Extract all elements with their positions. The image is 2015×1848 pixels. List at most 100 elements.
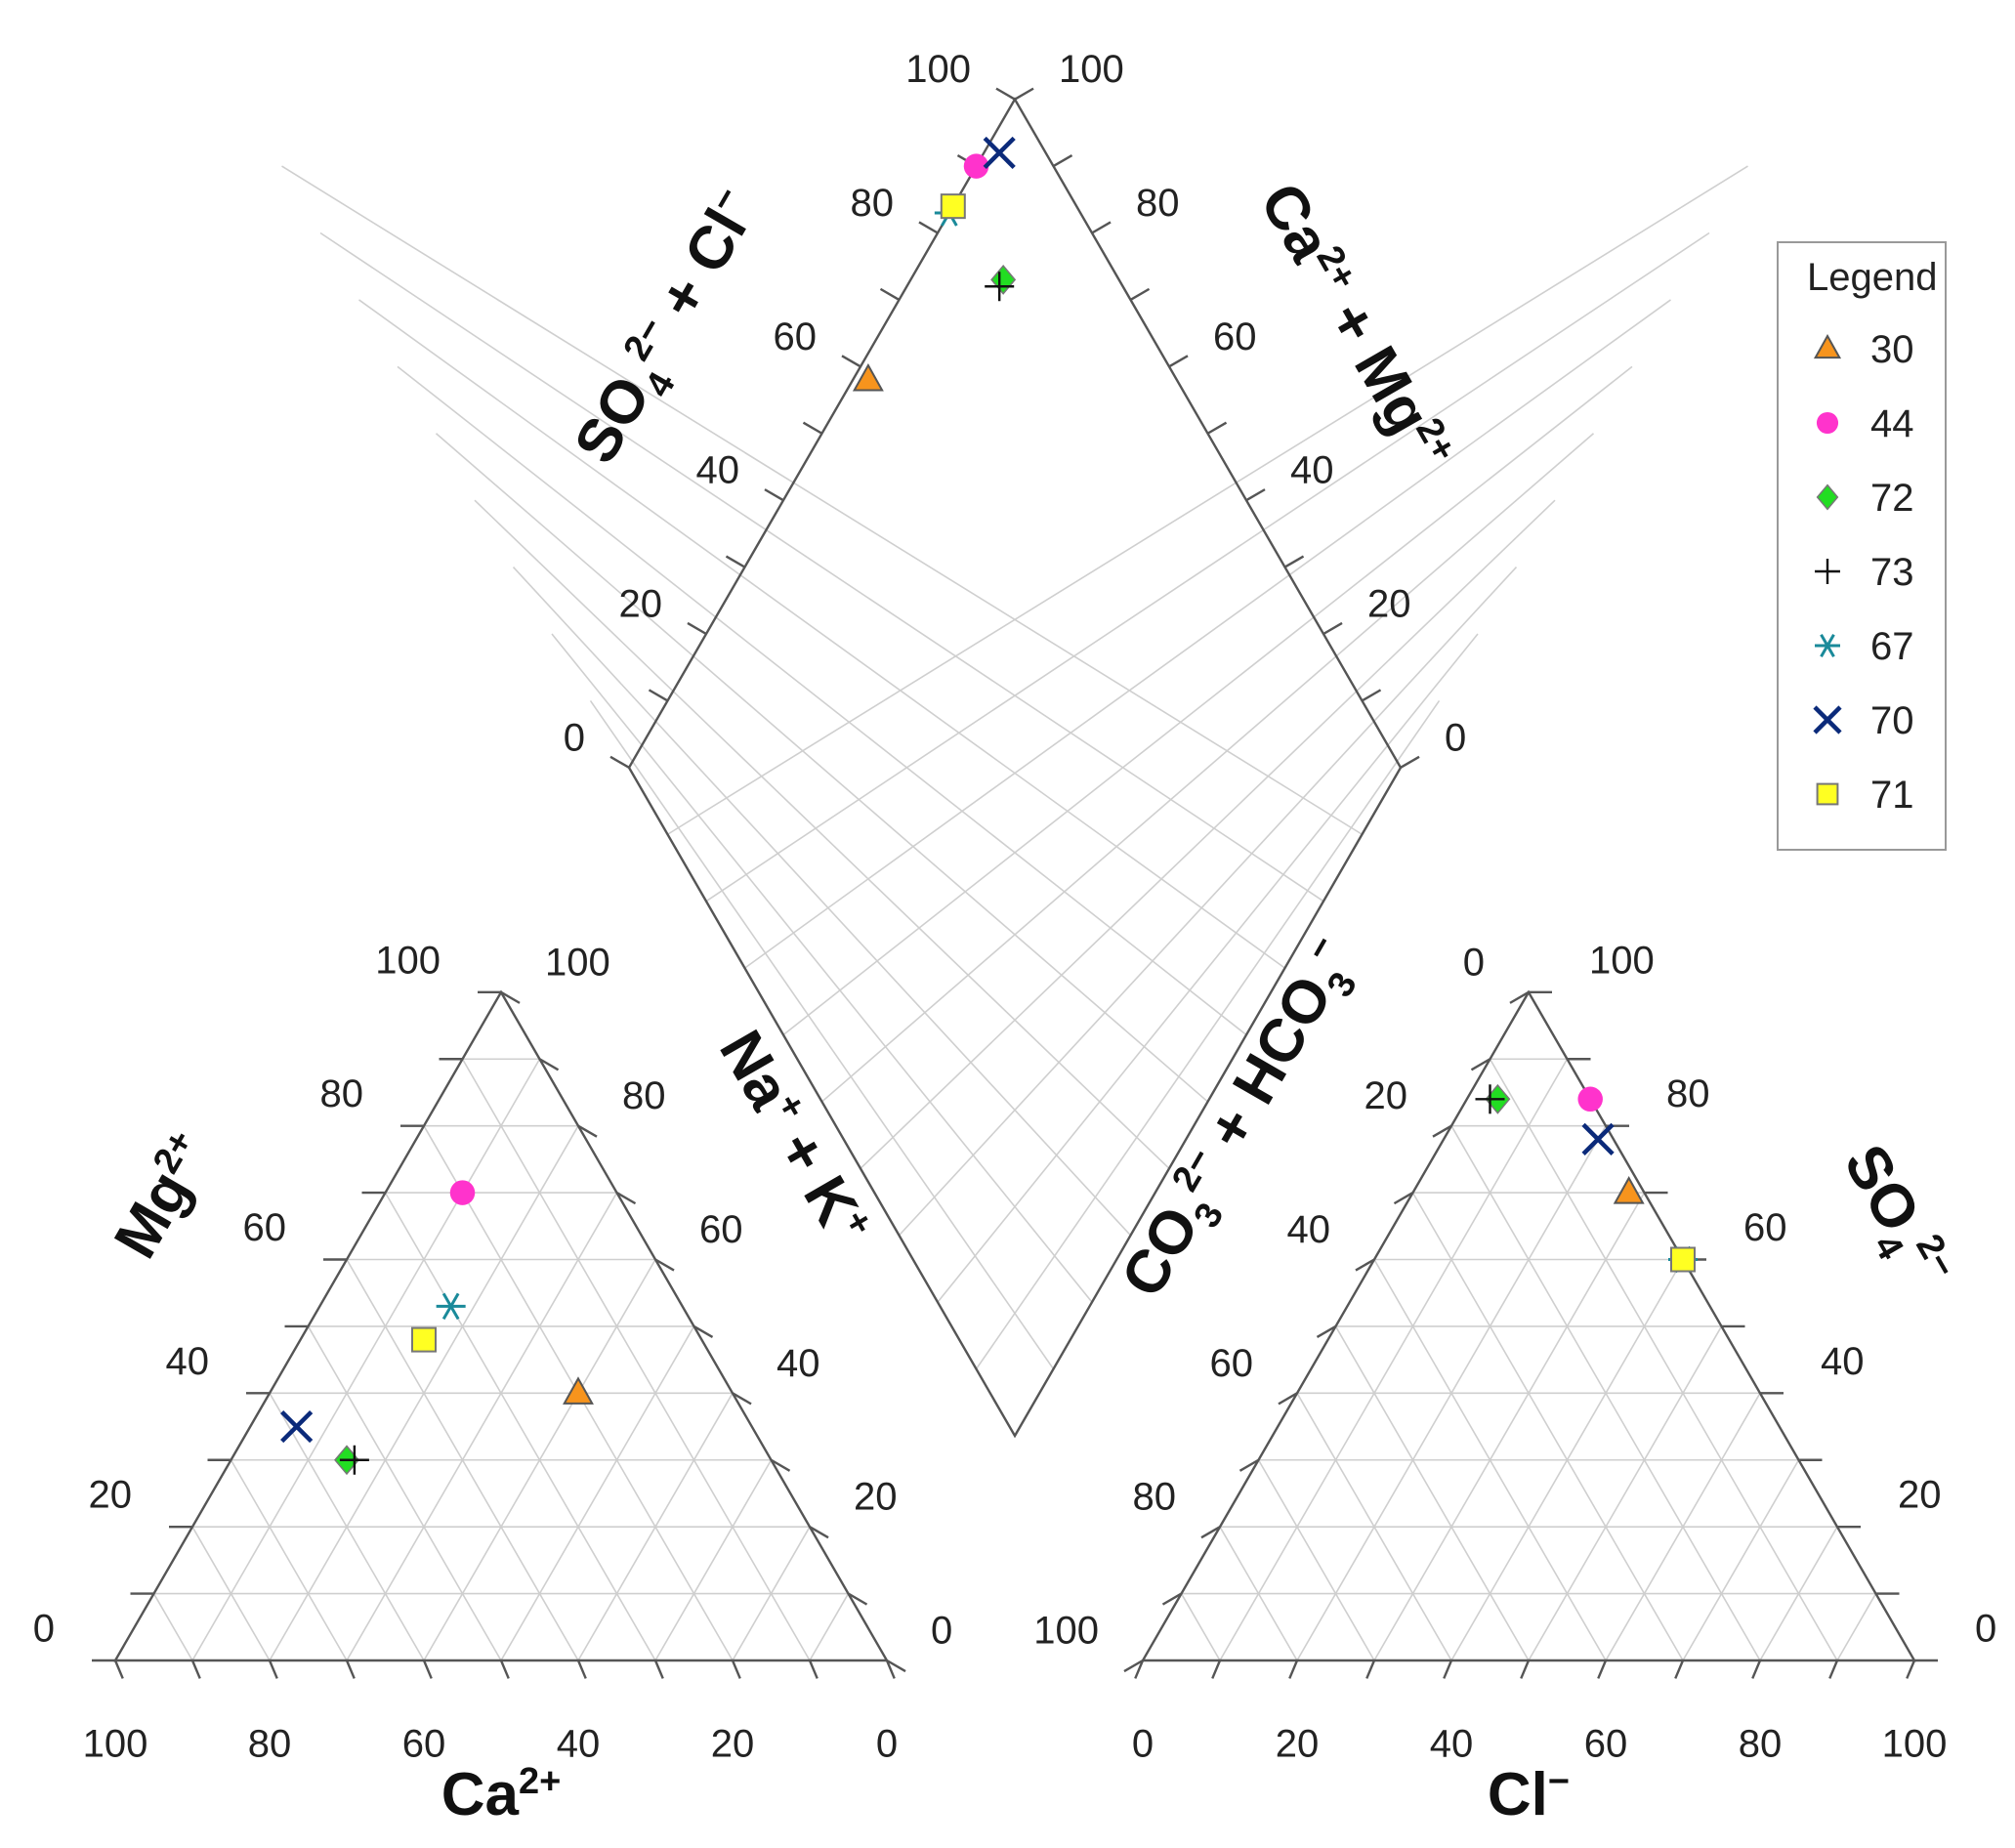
diamond-upper-right-tick bbox=[1168, 355, 1189, 368]
diamond-upper-right-tick-label: 40 bbox=[1290, 449, 1334, 492]
cation-bottom-tick bbox=[268, 1659, 278, 1679]
anion-bottom-tick bbox=[1906, 1659, 1916, 1679]
anion-bottom-tick bbox=[1828, 1659, 1839, 1679]
cation-right-tick bbox=[732, 1392, 752, 1406]
anion-left-tick-label: 80 bbox=[1133, 1476, 1177, 1519]
diamond-upper-left-tick bbox=[764, 488, 784, 502]
legend-box bbox=[1777, 241, 1947, 851]
cation-grid-line bbox=[230, 1459, 348, 1661]
diamond-point-73 bbox=[985, 272, 1015, 302]
diamond-upper-right-tick bbox=[1245, 488, 1266, 502]
anion-left-tick bbox=[1123, 1659, 1144, 1673]
cation-point-71 bbox=[411, 1326, 437, 1353]
cation-right-tick bbox=[693, 1324, 714, 1338]
anion-grid-line bbox=[1334, 1325, 1530, 1661]
legend-label-44: 44 bbox=[1870, 402, 1914, 445]
diamond-grid-line bbox=[975, 699, 1441, 1370]
legend-label-30: 30 bbox=[1870, 328, 1914, 371]
cation-point-67 bbox=[436, 1292, 466, 1321]
cation-bottom-tick-label: 80 bbox=[248, 1723, 292, 1766]
cation-bottom-tick bbox=[190, 1659, 201, 1679]
diamond-upper-right-tick bbox=[1052, 154, 1073, 168]
anion-bottom-tick bbox=[1365, 1659, 1376, 1679]
cation-grid-line bbox=[461, 1058, 811, 1661]
diamond-upper-left-tick bbox=[802, 421, 823, 435]
anion-point-30 bbox=[1613, 1176, 1645, 1204]
anion-bottom-tick bbox=[1211, 1659, 1222, 1679]
diamond-upper-left-tick-label: 60 bbox=[774, 315, 818, 358]
cation-grid-line bbox=[809, 1593, 850, 1661]
grid-lines bbox=[152, 165, 1877, 1661]
cation-grid-line bbox=[654, 1459, 773, 1661]
anion-left-tick bbox=[1200, 1526, 1221, 1539]
cation-grid-line bbox=[577, 1392, 734, 1661]
anion-left-tick bbox=[1509, 990, 1530, 1004]
diamond-upper-left-tick bbox=[879, 287, 901, 301]
diamond-upper-left-tick-label: 40 bbox=[696, 449, 740, 492]
anion-right-tick-label: 20 bbox=[1898, 1474, 1942, 1517]
diamond-upper-left-tick bbox=[648, 689, 669, 702]
legend-label-71: 71 bbox=[1870, 774, 1914, 817]
diamond-grid-line bbox=[667, 165, 1748, 835]
cation-point-70 bbox=[280, 1409, 314, 1444]
plot-frames bbox=[112, 97, 1917, 1662]
anion-bottom-tick bbox=[1751, 1659, 1762, 1679]
diamond-point-70 bbox=[983, 136, 1016, 170]
legend-label-67: 67 bbox=[1870, 625, 1914, 668]
legend-label-70: 70 bbox=[1870, 699, 1914, 742]
legend-marker-67 bbox=[1815, 633, 1840, 658]
cation-right-tick bbox=[577, 1124, 598, 1138]
anion-left-tick bbox=[1238, 1458, 1260, 1472]
diamond-upper-right-tick-label: 20 bbox=[1367, 583, 1411, 626]
cation-bottom-tick bbox=[653, 1659, 664, 1679]
diamond-upper-right-tick-label: 60 bbox=[1213, 315, 1257, 358]
anion-bottom-tick-label: 0 bbox=[1132, 1723, 1154, 1766]
anion-left-tick-label: 0 bbox=[1463, 941, 1485, 984]
anion-grid-line bbox=[1296, 1392, 1452, 1661]
cation-right-tick bbox=[770, 1458, 791, 1472]
diamond-grid-line bbox=[358, 299, 1285, 969]
diamond-grid-line bbox=[744, 299, 1671, 969]
anion-bottom-tick-label: 40 bbox=[1430, 1723, 1474, 1766]
diamond-grid-line bbox=[435, 433, 1209, 1103]
anion-grid-line bbox=[1257, 1459, 1375, 1661]
cation-bottom-axis-title: Ca2+ bbox=[441, 1761, 562, 1828]
diamond-upper-left-tick-label: 100 bbox=[905, 48, 971, 91]
cation-right-tick bbox=[847, 1592, 868, 1606]
cation-right-tick bbox=[654, 1258, 675, 1272]
diamond-grid-line bbox=[512, 567, 1132, 1237]
cation-bottom-tick bbox=[499, 1659, 510, 1679]
cation-bottom-tick bbox=[345, 1659, 356, 1679]
anion-grid-line bbox=[1836, 1593, 1877, 1661]
cation-grid-line bbox=[384, 1192, 656, 1661]
cation-bottom-tick bbox=[731, 1659, 741, 1679]
anion-point-44 bbox=[1577, 1086, 1603, 1113]
legend-marker-73 bbox=[1815, 559, 1840, 584]
diamond-frame bbox=[627, 97, 1403, 1439]
cation-right-tick-label: 60 bbox=[699, 1208, 743, 1251]
anion-bottom-tick bbox=[1674, 1659, 1685, 1679]
cation-left-axis-title: Mg2+ bbox=[102, 1123, 225, 1270]
cation-right-tick-label: 40 bbox=[777, 1342, 820, 1385]
anion-point-70 bbox=[1581, 1122, 1615, 1155]
diamond-upper-left-tick bbox=[609, 755, 630, 769]
cation-bottom-tick-label: 0 bbox=[876, 1723, 898, 1766]
anion-bottom-tick-label: 60 bbox=[1584, 1723, 1628, 1766]
anion-grid-line bbox=[1373, 1192, 1646, 1661]
diamond-upper-left-tick bbox=[995, 87, 1016, 101]
diamond-upper-left-axis-title: SO42− + Cl− bbox=[562, 180, 780, 481]
anion-right-tick-label: 40 bbox=[1821, 1340, 1865, 1383]
cation-bottom-tick bbox=[808, 1659, 819, 1679]
anion-left-tick-label: 100 bbox=[1033, 1610, 1099, 1653]
cation-bottom-tick-label: 100 bbox=[83, 1723, 148, 1766]
diamond-upper-right-tick bbox=[1206, 421, 1228, 435]
diamond-upper-right-tick bbox=[1129, 287, 1151, 301]
anion-bottom-tick bbox=[1288, 1659, 1299, 1679]
anion-grid-line bbox=[1682, 1459, 1800, 1661]
cation-point-30 bbox=[563, 1376, 594, 1405]
diamond-grid-line bbox=[397, 365, 1247, 1036]
diamond-upper-left-tick-label: 20 bbox=[619, 583, 663, 626]
legend-label-72: 72 bbox=[1870, 477, 1914, 520]
diamond-upper-right-tick bbox=[1091, 221, 1112, 234]
